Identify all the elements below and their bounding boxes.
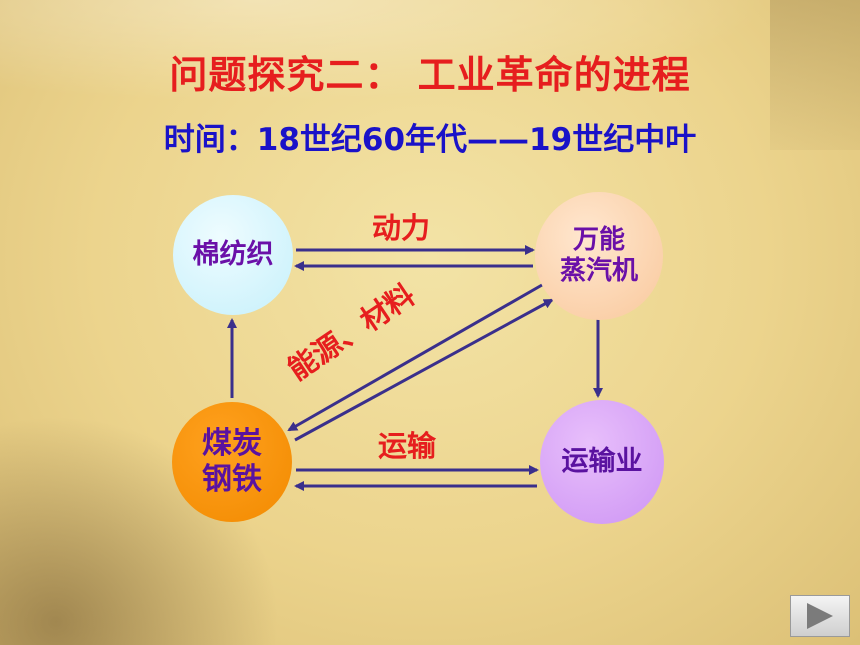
node-cotton-textile: 棉纺织 (173, 195, 293, 315)
edge-label-transport: 运输 (378, 429, 437, 463)
node-cotton-textile-label: 棉纺织 (192, 238, 274, 270)
slide-title: 问题探究二： 工业革命的进程 (169, 53, 691, 97)
node-steam-engine-label-1: 万能 (572, 224, 625, 255)
arrow-steam-to-coal (287, 283, 543, 432)
edge-label-power: 动力 (372, 211, 431, 245)
arrow-coal-to-steam (294, 298, 554, 442)
node-steam-engine-label-2: 蒸汽机 (559, 256, 638, 286)
node-coal-steel-label-1: 煤炭 (202, 426, 262, 461)
node-coal-steel-label-2: 钢铁 (202, 462, 262, 497)
node-steam-engine: 万能 蒸汽机 (535, 192, 663, 320)
play-triangle-icon (807, 603, 833, 629)
node-transportation-label: 运输业 (561, 445, 643, 477)
node-transportation: 运输业 (540, 400, 664, 524)
node-coal-steel: 煤炭 钢铁 (172, 402, 292, 522)
next-slide-button[interactable] (790, 595, 850, 637)
slide-subtitle: 时间：18世纪60年代——19世纪中叶 (163, 122, 697, 158)
